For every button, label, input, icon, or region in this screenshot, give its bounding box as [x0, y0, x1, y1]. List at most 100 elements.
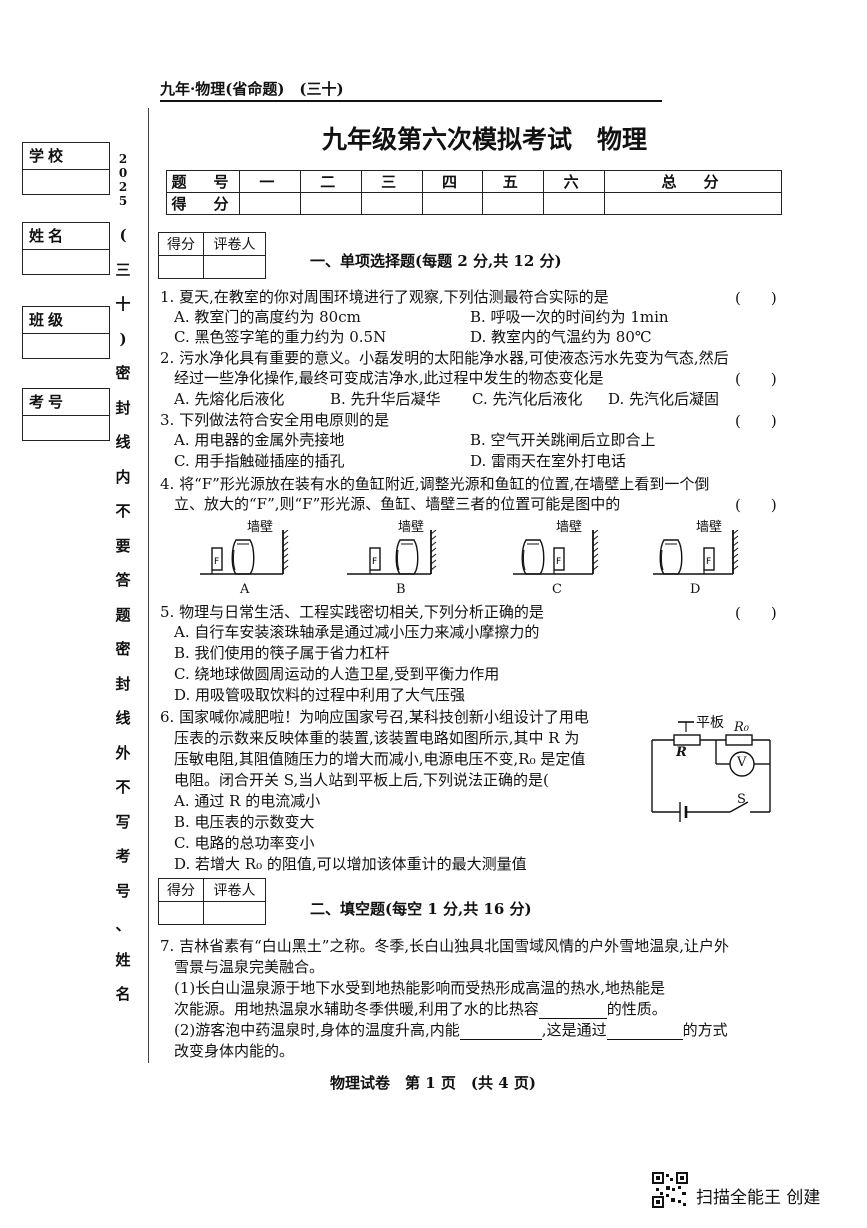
- q7-part2: (2)游客泡中药温泉时,身体的温度升高,内能,这是通过的方式: [174, 1020, 728, 1040]
- series-header: 九年·物理(省命题) (三十): [160, 80, 344, 98]
- seal-char: 三: [115, 260, 131, 279]
- q6-stem-1: 6. 国家喊你减肥啦！为响应国家号召,某科技创新小组设计了用电: [160, 708, 589, 726]
- q5-answer-paren: ( ): [735, 604, 777, 622]
- q6-option-c: C. 电路的总功率变小: [174, 834, 315, 852]
- q7-stem-1: 7. 吉林省素有“白山黑土”之称。冬季,长白山独具北国雪域风情的户外雪地温泉,让…: [160, 937, 729, 955]
- q1-stem: 1. 夏天,在教室的你对周围环境进行了观察,下列估测最符合实际的是: [160, 288, 609, 306]
- score-row-label: 得 分: [166, 192, 240, 215]
- q6-stem-2: 压表的示数来反映体重的装置,该装置电路如图所示,其中 R 为: [174, 729, 580, 747]
- q7-part2-text-a: (2)游客泡中药温泉时,身体的温度升高,内能: [174, 1021, 460, 1039]
- q3-answer-paren: ( ): [735, 412, 777, 430]
- name-label: 姓名: [29, 227, 68, 245]
- wall-label-a: 墙壁: [247, 520, 274, 535]
- seal-char: 密: [115, 364, 131, 382]
- q7-part2-text-c: 的方式: [682, 1021, 728, 1039]
- year-digit: 2: [118, 180, 128, 194]
- grader-label: 评卷人: [202, 232, 267, 256]
- q4-stem-1: 4. 将“F”形光源放在装有水的鱼缸附近,调整光源和鱼缸的位置,在墙壁上看到一个…: [160, 475, 710, 493]
- seal-char: 封: [115, 398, 131, 417]
- q4-label-b: B: [396, 582, 406, 597]
- circuit-v-label: V: [737, 755, 747, 770]
- grader-table: 得分评卷人: [158, 232, 267, 279]
- q7-blank-method[interactable]: [606, 1039, 683, 1040]
- number-label: 考号: [29, 393, 68, 411]
- section1-title: 一、单项选择题(每题 2 分,共 12 分): [310, 252, 562, 270]
- q2-stem-2: 经过一些净化操作,最终可变成洁净水,此过程中发生的物态变化是: [174, 369, 604, 387]
- q2-answer-paren: ( ): [735, 370, 777, 388]
- q6-circuit-diagram: [651, 721, 771, 822]
- seal-line: [148, 108, 149, 1063]
- grader-score-label: 得分: [158, 232, 204, 256]
- q4-answer-paren: ( ): [735, 496, 777, 514]
- page-footer: 物理试卷 第 1 页 (共 4 页): [330, 1074, 536, 1092]
- wall-label-b: 墙壁: [398, 520, 425, 535]
- class-box: 班级: [22, 306, 110, 359]
- q5-option-c: C. 绕地球做圆周运动的人造卫星,受到平衡力作用: [174, 665, 500, 683]
- seal-char: 名: [115, 985, 131, 1003]
- header-rule: [160, 100, 662, 102]
- seal-char: 封: [115, 674, 131, 693]
- q6-option-d: D. 若增大 R₀ 的阻值,可以增加该体重计的最大测量值: [174, 855, 527, 873]
- q1-option-b: B. 呼吸一次的时间约为 1min: [470, 308, 669, 326]
- q3-stem: 3. 下列做法符合安全用电原则的是: [160, 411, 390, 429]
- score-header-cell: 总 分: [604, 170, 782, 193]
- circuit-plate-label: 平板: [696, 715, 724, 731]
- q1-option-d: D. 教室内的气温约为 80℃: [470, 328, 652, 346]
- seal-vertical-text: (三十)密封线内不要答题密封线外不写考号、姓名: [112, 218, 134, 1012]
- q2-stem-1: 2. 污水净化具有重要的意义。小磊发明的太阳能净水器,可使液态污水先变为气态,然…: [160, 349, 729, 367]
- q5-option-b: B. 我们使用的筷子属于省力杠杆: [174, 644, 390, 662]
- q3-option-c: C. 用手指触碰插座的插孔: [174, 452, 345, 470]
- seal-char: (: [119, 226, 127, 244]
- q4-label-c: C: [552, 582, 562, 597]
- school-box: 学校: [22, 142, 110, 195]
- wall-label-d: 墙壁: [696, 520, 723, 535]
- seal-char: 十: [115, 295, 131, 313]
- q1-option-a: A. 教室门的高度约为 80cm: [174, 308, 361, 326]
- q7-part2-end: 改变身体内能的。: [174, 1042, 295, 1060]
- wall-label-c: 墙壁: [556, 520, 583, 535]
- q3-option-a: A. 用电器的金属外壳接地: [174, 431, 345, 449]
- q7-part1: (1)长白山温泉源于地下水受到地热能影响而受热形成高温的热水,地热能是: [174, 979, 666, 997]
- seal-char: ): [119, 329, 127, 348]
- seal-char: 号: [115, 881, 131, 900]
- q1-option-c: C. 黑色签字笔的重力约为 0.5N: [174, 328, 387, 346]
- score-header-cell: 一: [239, 170, 301, 193]
- score-table: 题 号 一 二 三 四 五 六 总 分 得 分: [166, 170, 782, 215]
- seal-char: 不: [115, 778, 131, 796]
- score-header-cell: 二: [299, 170, 362, 193]
- name-box: 姓名: [22, 222, 110, 275]
- score-header-cell: 六: [543, 170, 606, 193]
- year-digit: 5: [118, 194, 128, 208]
- q4-label-d: D: [690, 582, 701, 597]
- circuit-s-label: S: [737, 792, 746, 807]
- seal-char: 、: [115, 916, 131, 934]
- page-title: 九年级第六次模拟考试 物理: [322, 125, 648, 154]
- q6-option-b: B. 电压表的示数变大: [174, 813, 315, 831]
- q7-blank-specific-heat[interactable]: [538, 1018, 607, 1019]
- number-box: 考号: [22, 388, 110, 441]
- q7-part1-text-a: 次能源。用地热温泉水辅助冬季供暖,利用了水的比热容: [174, 1000, 539, 1018]
- q2-option-d: D. 先汽化后凝固: [608, 390, 720, 408]
- q3-option-b: B. 空气开关跳闸后立即合上: [470, 431, 656, 449]
- seal-char: 答: [115, 571, 131, 589]
- q5-option-a: A. 自行车安装滚珠轴承是通过减小压力来减小摩擦力的: [174, 623, 540, 641]
- q4-stem-2: 立、放大的“F”,则“F”形光源、鱼缸、墙壁三者的位置可能是图中的: [174, 495, 621, 513]
- q2-option-a: A. 先熔化后液化: [174, 390, 285, 408]
- seal-char: 线: [115, 709, 131, 727]
- score-header-cell: 三: [360, 170, 423, 193]
- q6-stem-3: 压敏电阻,其阻值随压力的增大而减小,电源电压不变,R₀ 是定值: [174, 750, 586, 768]
- qr-code-icon: [652, 1172, 688, 1208]
- score-header-cell: 题 号: [166, 170, 240, 193]
- q7-blank-internal-energy[interactable]: [459, 1039, 542, 1040]
- q7-stem-2: 雪景与温泉完美融合。: [174, 958, 325, 976]
- seal-char: 密: [115, 640, 131, 658]
- score-header-cell: 四: [421, 170, 484, 193]
- seal-char: 考: [115, 847, 131, 865]
- year-digit: 0: [118, 166, 128, 180]
- q5-option-d: D. 用吸管吸取饮料的过程中利用了大气压强: [174, 686, 466, 704]
- q2-option-b: B. 先升华后凝华: [330, 390, 441, 408]
- seal-char: 线: [115, 433, 131, 451]
- q6-option-a: A. 通过 R 的电流减小: [174, 792, 321, 810]
- q2-option-c: C. 先汽化后液化: [472, 390, 583, 408]
- q4-figures: F: [200, 530, 739, 575]
